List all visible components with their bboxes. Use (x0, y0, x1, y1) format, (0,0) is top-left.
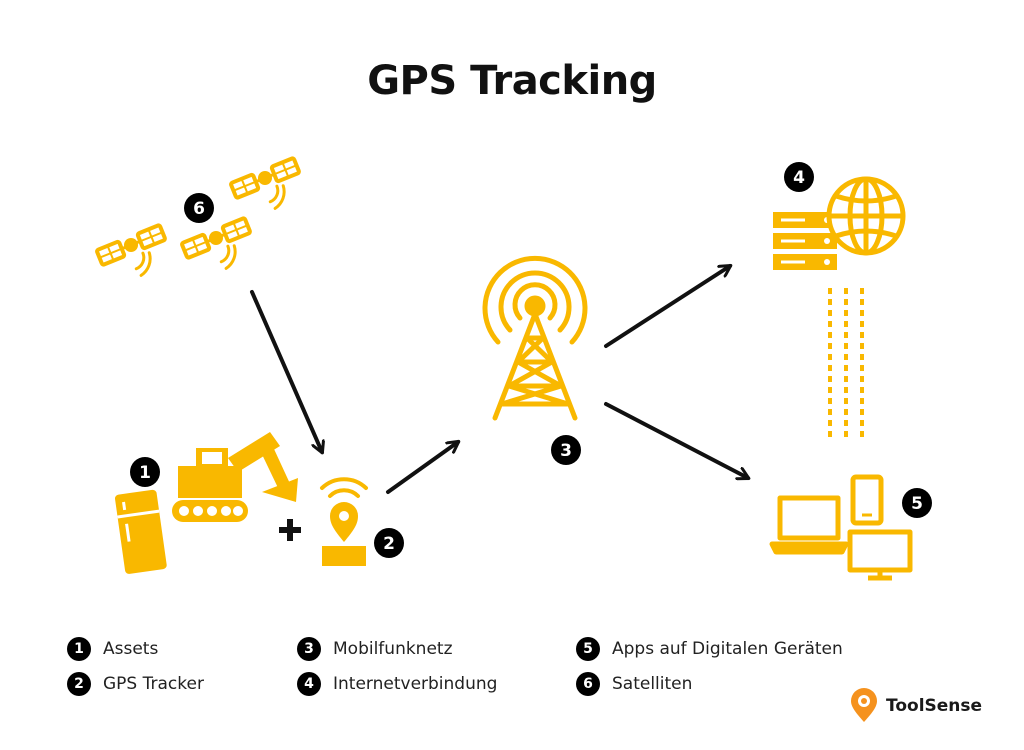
connection-dotted-lines (828, 288, 864, 442)
legend-label: Apps auf Digitalen Geräten (612, 639, 843, 659)
svg-text:6: 6 (193, 199, 205, 219)
svg-text:2: 2 (383, 534, 395, 554)
legend-item-gps-tracker: 2 GPS Tracker (67, 671, 204, 697)
badge-devices: 5 (902, 488, 932, 518)
plus-icon (279, 519, 301, 541)
legend-badge: 5 (576, 637, 600, 661)
svg-text:5: 5 (911, 494, 923, 514)
svg-text:3: 3 (560, 441, 572, 461)
arrow-tower-to-internet (604, 266, 730, 348)
badge-gps-tracker: 2 (374, 528, 404, 558)
server-globe-icon (773, 176, 906, 270)
legend-item-apps: 5 Apps auf Digitalen Geräten (576, 636, 843, 662)
legend-badge: 2 (67, 672, 91, 696)
badge-satellites: 6 (184, 193, 214, 223)
badge-assets: 1 (130, 457, 160, 487)
legend-label: Satelliten (612, 674, 693, 694)
legend-badge: 4 (297, 672, 321, 696)
legend-item-mobile-network: 3 Mobilfunknetz (297, 636, 453, 662)
legend-label: Mobilfunknetz (333, 639, 453, 659)
legend-badge: 6 (576, 672, 600, 696)
legend-item-satellites: 6 Satelliten (576, 671, 692, 697)
legend-label: Assets (103, 639, 159, 659)
badge-cell-tower: 3 (551, 435, 581, 465)
devices-icon (769, 474, 913, 581)
cell-tower-icon (482, 255, 588, 421)
legend-label: GPS Tracker (103, 674, 204, 694)
svg-text:4: 4 (793, 168, 805, 188)
satellites-icon (94, 155, 311, 290)
diagram-title: GPS Tracking (367, 58, 657, 104)
arrow-satellite-to-tracker (250, 290, 322, 452)
logo-text: ToolSense (886, 696, 983, 716)
toolsense-logo: ToolSense (848, 688, 982, 724)
arrow-tracker-to-tower (386, 442, 458, 494)
location-pin-icon (851, 688, 877, 722)
legend-item-assets: 1 Assets (67, 636, 158, 662)
flow-arrows (250, 266, 748, 494)
arrow-tower-to-devices (604, 402, 748, 478)
svg-text:1: 1 (139, 463, 151, 483)
legend-badge: 3 (297, 637, 321, 661)
assets-icon (115, 432, 298, 574)
legend-label: Internetverbindung (333, 674, 498, 694)
legend-item-internet: 4 Internetverbindung (297, 671, 497, 697)
legend-badge: 1 (67, 637, 91, 661)
gps-tracker-icon (320, 477, 368, 566)
badge-internet: 4 (784, 162, 814, 192)
